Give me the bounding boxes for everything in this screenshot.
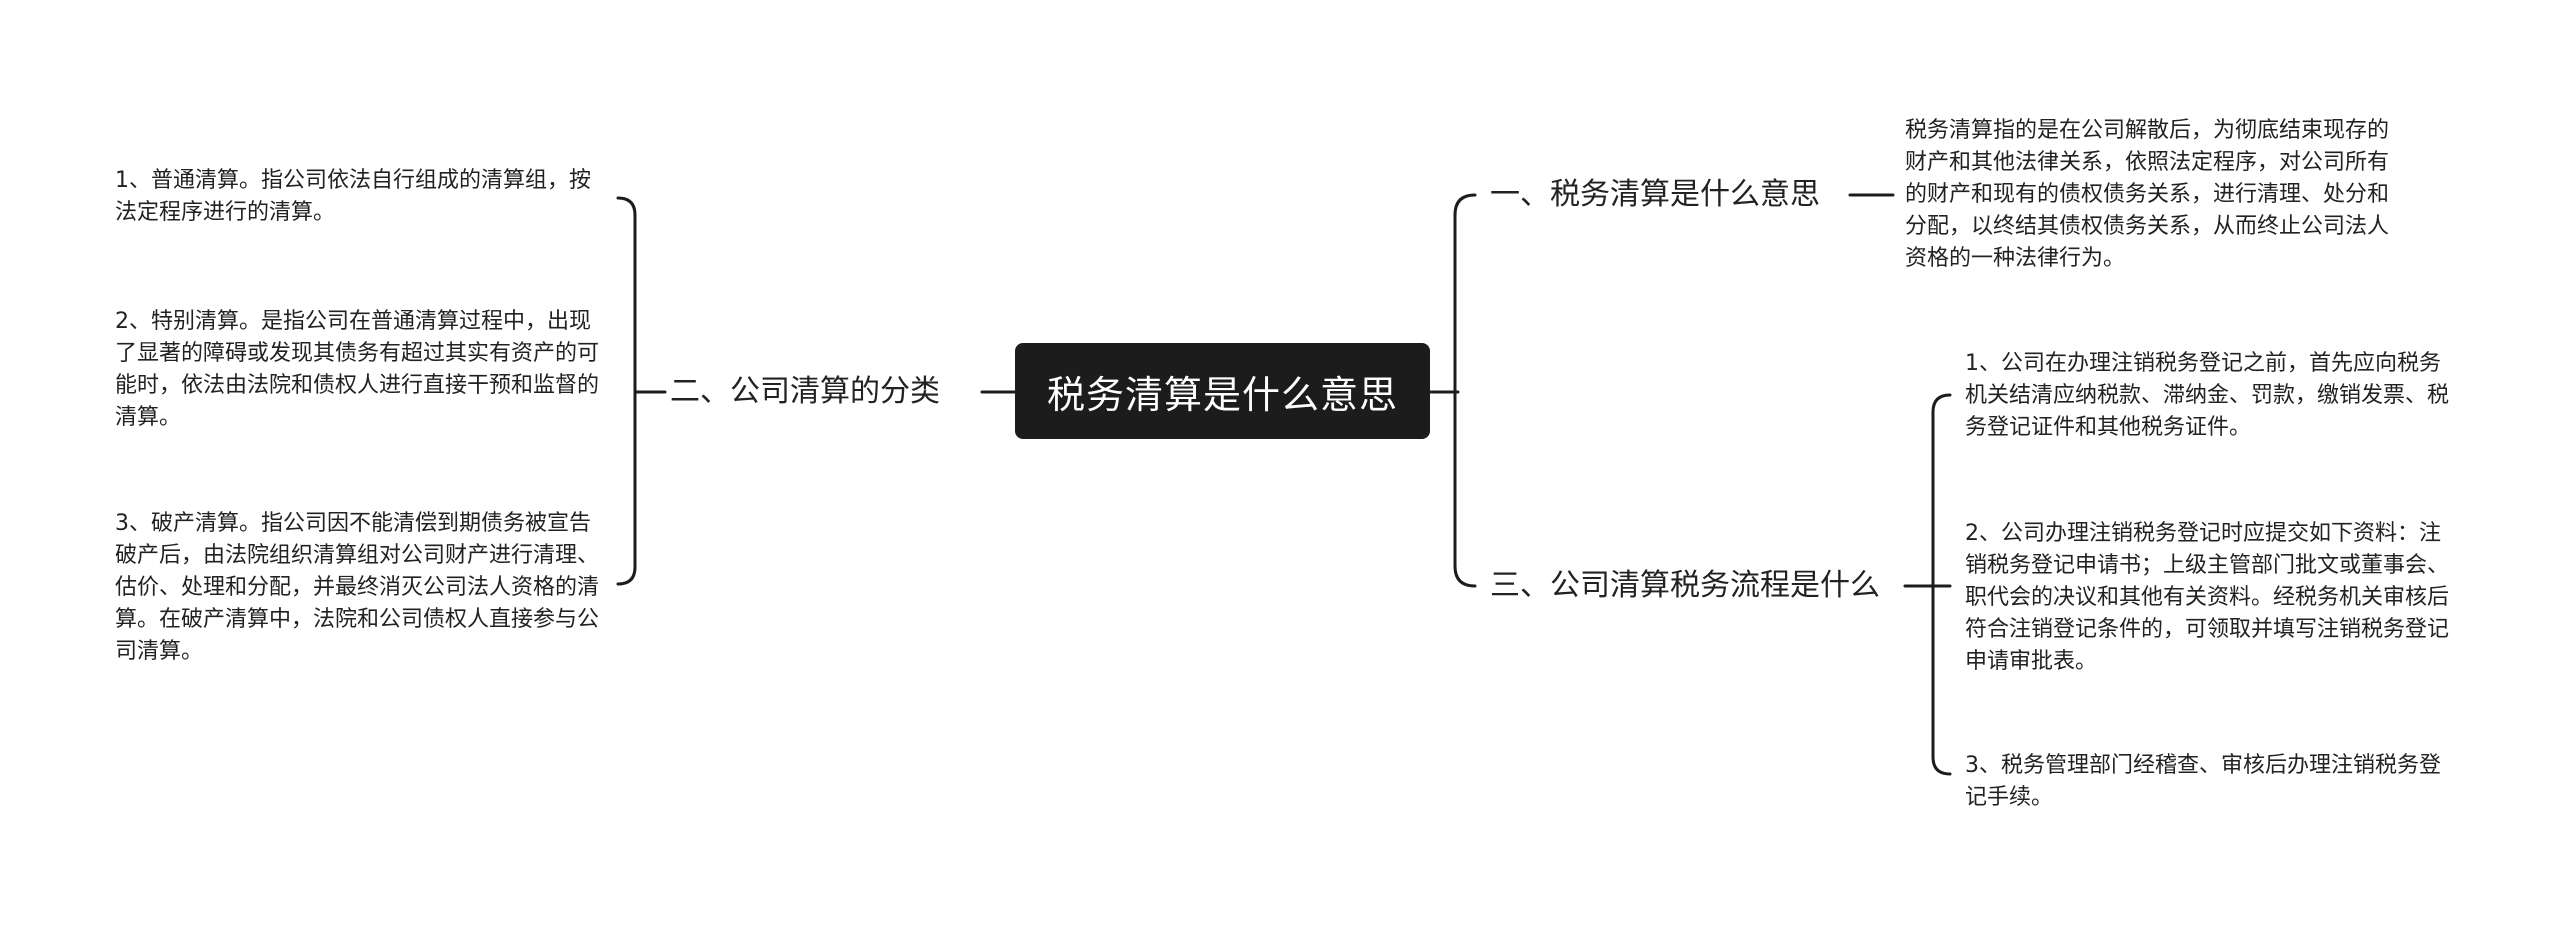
branch-tax-liquidation-meaning[interactable]: 一、税务清算是什么意思 [1490,175,1820,215]
branch-company-liquidation-types[interactable]: 二、公司清算的分类 [670,372,940,412]
leaf-text: 1、公司在办理注销税务登记之前，首先应向税务机关结清应纳税款、滞纳金、罚款，缴销… [1965,351,2450,440]
leaf-tax-liquidation-definition[interactable]: 税务清算指的是在公司解散后，为彻底结束现存的财产和其他法律关系，依照法定程序，对… [1905,115,2405,275]
root-node[interactable]: 税务清算是什么意思 [1015,343,1430,439]
root-label: 税务清算是什么意思 [1046,372,1398,417]
leaf-process-step-2[interactable]: 2、公司办理注销税务登记时应提交如下资料：注销税务登记申请书；上级主管部门批文或… [1965,518,2455,678]
branch-label: 三、公司清算税务流程是什么 [1490,568,1880,603]
leaf-special-liquidation[interactable]: 2、特别清算。是指公司在普通清算过程中，出现了显著的障碍或发现其债务有超过其实有… [115,306,605,434]
leaf-ordinary-liquidation[interactable]: 1、普通清算。指公司依法自行组成的清算组，按法定程序进行的清算。 [115,165,605,229]
branch-label: 二、公司清算的分类 [670,374,940,409]
leaf-text: 2、特别清算。是指公司在普通清算过程中，出现了显著的障碍或发现其债务有超过其实有… [115,309,600,430]
leaf-text: 3、破产清算。指公司因不能清偿到期债务被宣告破产后，由法院组织清算组对公司财产进… [115,511,600,664]
branch-tax-liquidation-process[interactable]: 三、公司清算税务流程是什么 [1490,566,1880,606]
branch-label: 一、税务清算是什么意思 [1490,177,1820,212]
leaf-process-step-3[interactable]: 3、税务管理部门经稽查、审核后办理注销税务登记手续。 [1965,750,2455,814]
leaf-process-step-1[interactable]: 1、公司在办理注销税务登记之前，首先应向税务机关结清应纳税款、滞纳金、罚款，缴销… [1965,348,2455,444]
leaf-text: 税务清算指的是在公司解散后，为彻底结束现存的财产和其他法律关系，依照法定程序，对… [1905,118,2390,271]
left-bracket [616,196,637,586]
leaf-bankruptcy-liquidation[interactable]: 3、破产清算。指公司因不能清偿到期债务被宣告破产后，由法院组织清算组对公司财产进… [115,508,605,668]
leaf-text: 1、普通清算。指公司依法自行组成的清算组，按法定程序进行的清算。 [115,168,591,225]
leaf-text: 3、税务管理部门经稽查、审核后办理注销税务登记手续。 [1965,753,2441,810]
leaf-text: 2、公司办理注销税务登记时应提交如下资料：注销税务登记申请书；上级主管部门批文或… [1965,521,2450,674]
